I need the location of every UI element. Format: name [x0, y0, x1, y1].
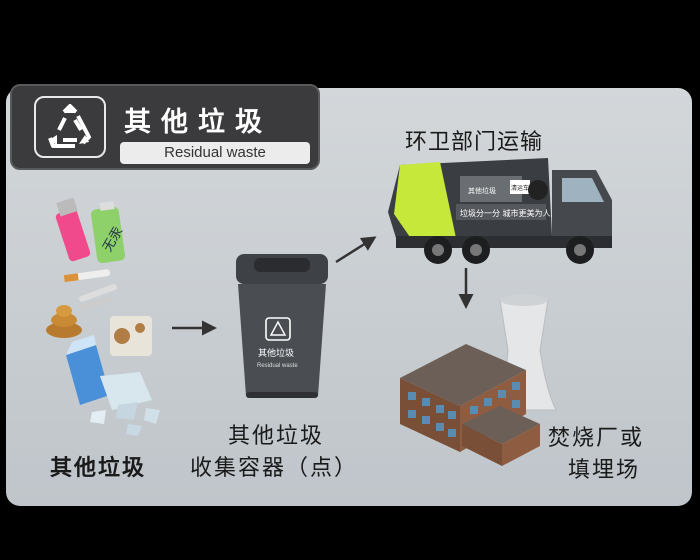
recycle-triangle-icon — [34, 96, 106, 158]
bin-label-en: Residual waste — [257, 363, 298, 369]
truck-panel-text-1: 其他垃圾 — [468, 186, 496, 195]
plant-caption-line1: 焚烧厂或 — [548, 426, 645, 451]
dog-waste-icon — [46, 305, 82, 338]
arrow-to-truck — [335, 236, 377, 264]
milk-carton-icon — [66, 335, 110, 405]
cigarette-butts-icon — [63, 269, 117, 310]
transport-label: 环卫部门运输 — [405, 130, 544, 155]
category-title: 其他垃圾 — [124, 107, 272, 138]
garbage-truck: 其他垃圾 清运车 垃圾分一分 城市更美为人人 — [388, 158, 612, 264]
truck-green-stripe — [394, 162, 456, 240]
category-header: 其他垃圾 Residual waste — [10, 84, 320, 170]
bin-recycle-icon — [265, 317, 291, 341]
mascot-icon — [528, 180, 548, 200]
incinerator-plant — [400, 294, 557, 466]
truck-side-slogan: 垃圾分一分 城市更美为人人 — [460, 208, 559, 218]
battery-icon: 无汞 — [91, 201, 126, 264]
bin-label-cn: 其他垃圾 — [258, 347, 294, 359]
category-subtitle: Residual waste — [120, 142, 310, 164]
residual-waste-bin: 其他垃圾 Residual waste — [236, 254, 328, 398]
truck-window — [562, 178, 604, 202]
truck-panel-text-2: 清运车 — [511, 184, 529, 192]
building-roof — [400, 344, 526, 406]
paper-cup-icon — [110, 316, 152, 356]
waste-items-illustration: 无汞 — [46, 197, 160, 436]
waste-items-label: 其他垃圾 — [50, 456, 147, 481]
bin-caption-line1: 其他垃圾 — [228, 424, 325, 449]
lighter-icon — [55, 197, 91, 262]
bin-caption-line2: 收集容器（点） — [190, 456, 359, 481]
plant-caption-line2: 填埋场 — [568, 458, 641, 483]
broken-ceramics-icon — [90, 372, 160, 436]
